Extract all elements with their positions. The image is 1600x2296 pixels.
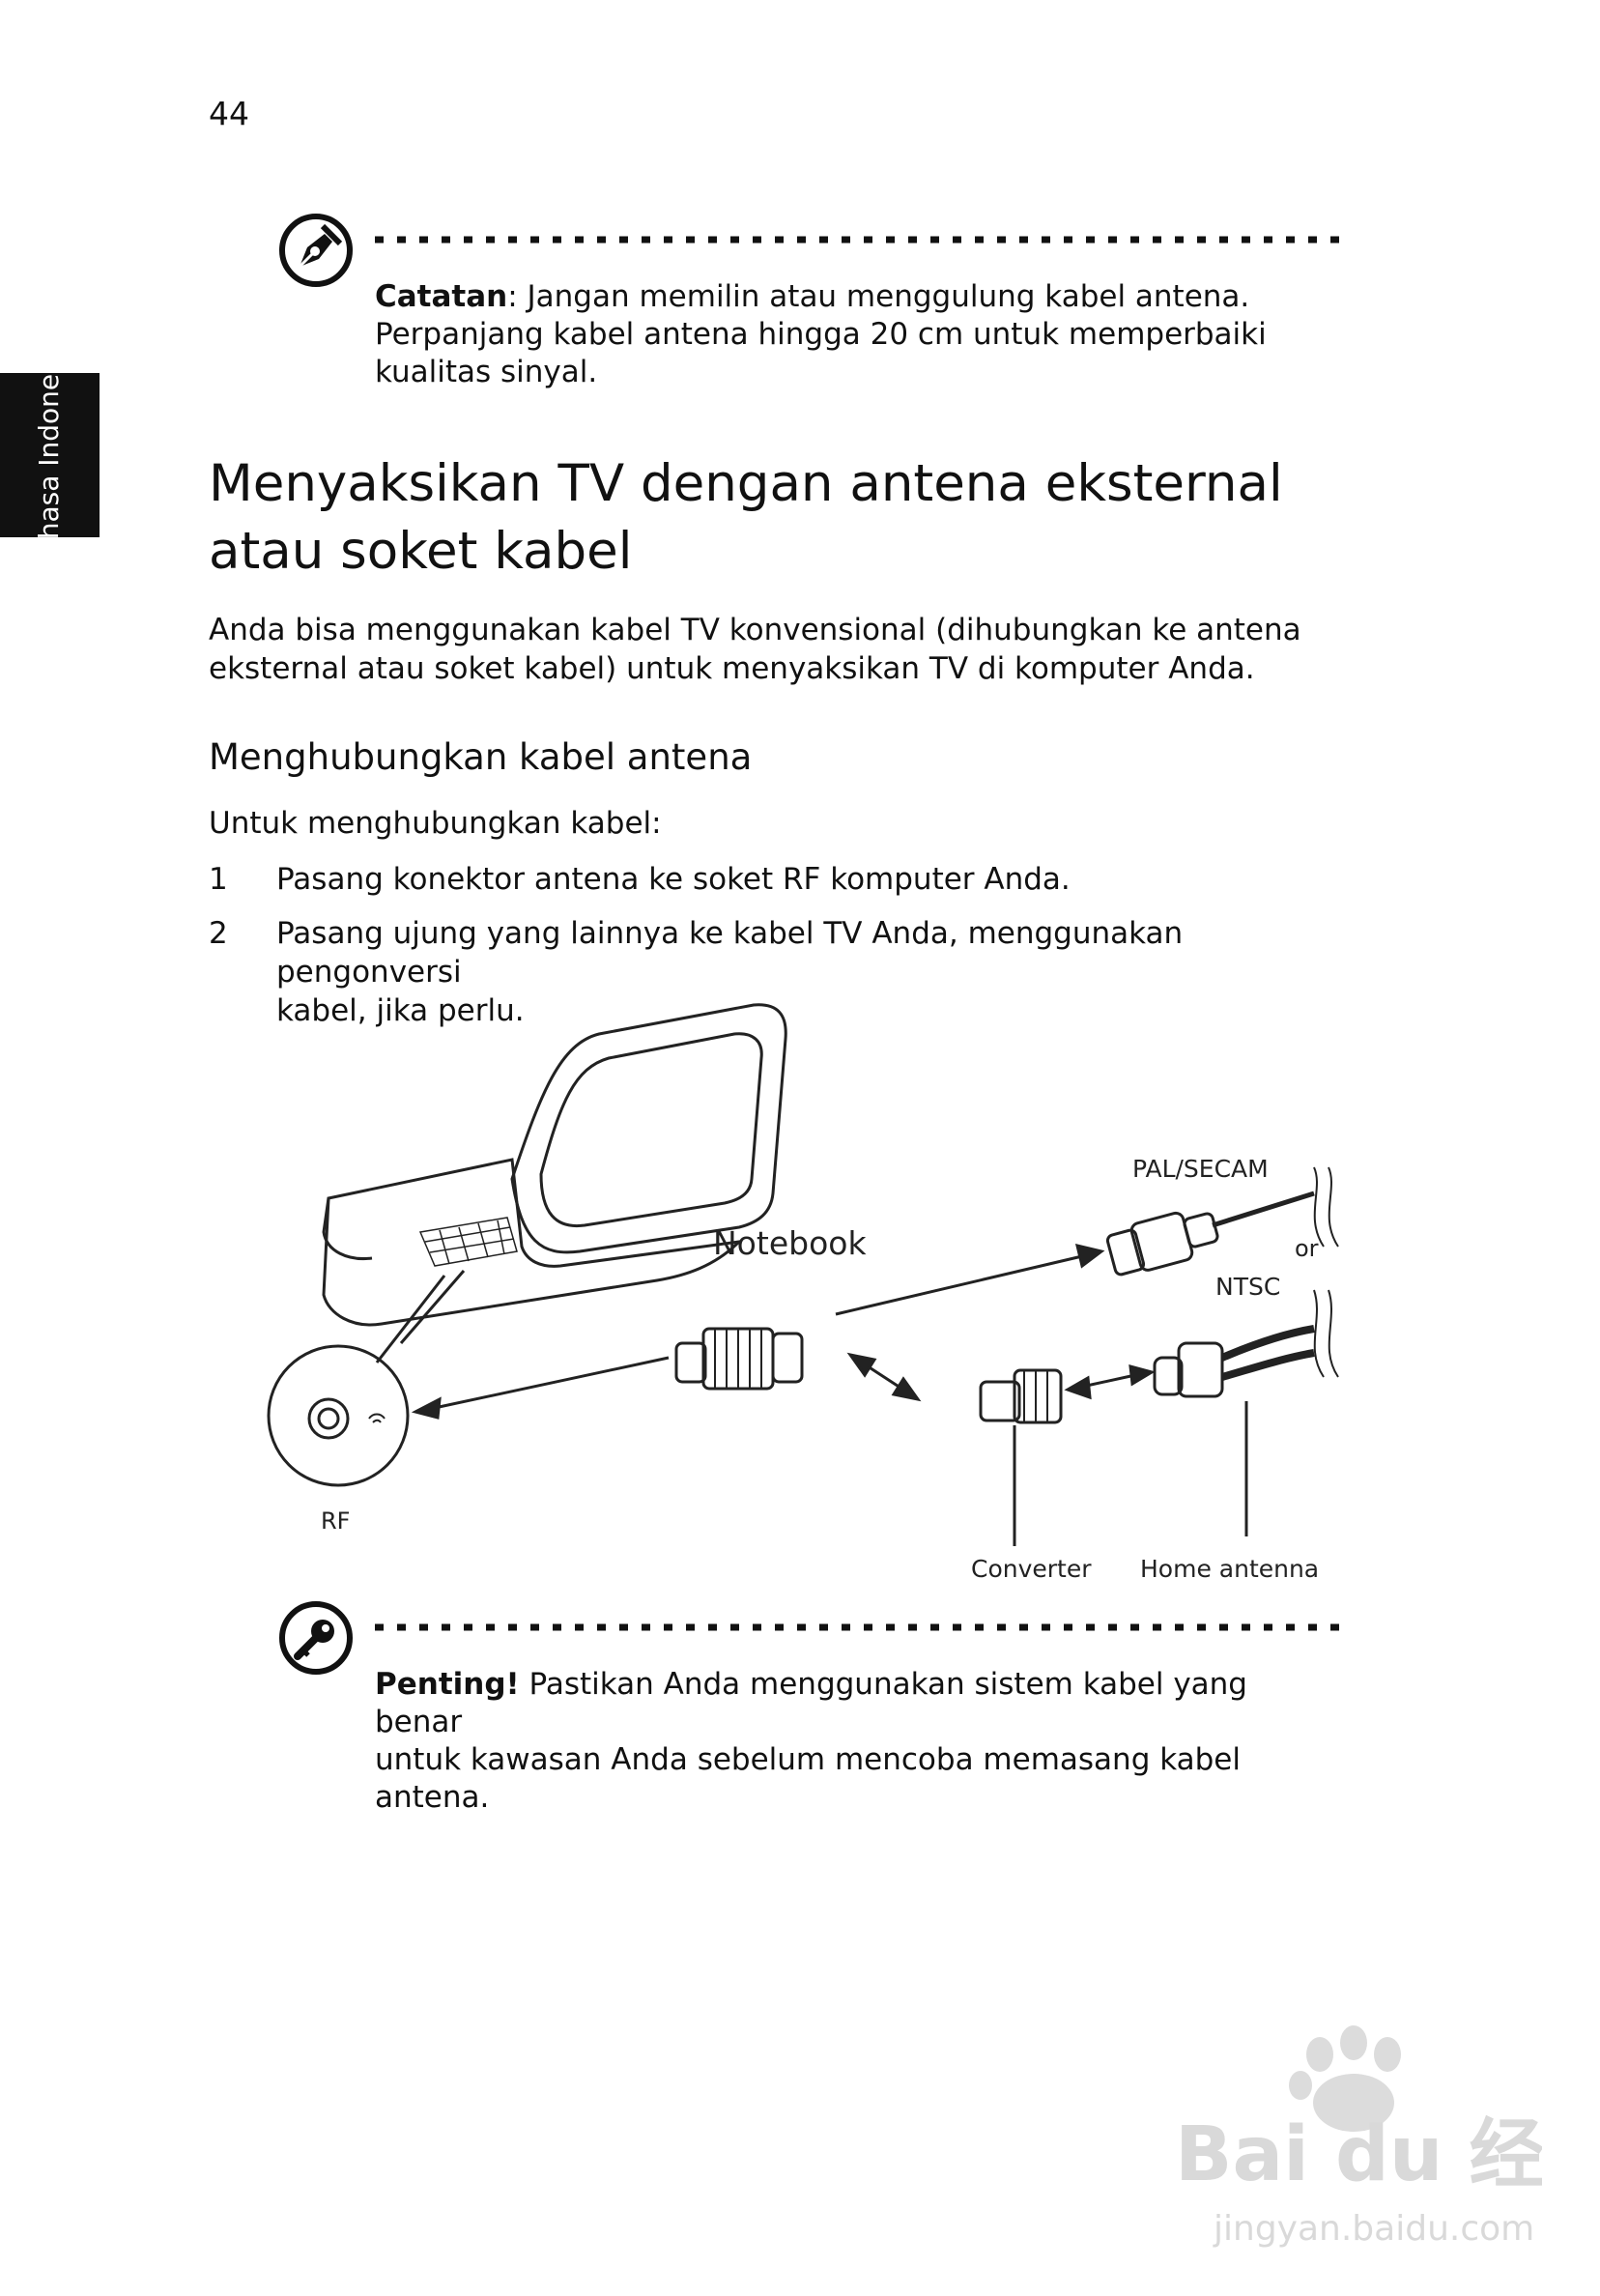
section-intro: Anda bisa menggunakan kabel TV konvensio… — [209, 611, 1368, 688]
pal-plug — [1105, 1191, 1315, 1277]
step-number: 2 — [209, 916, 228, 951]
antenna-connection-diagram: Notebook PAL/SECAM or NTSC RF Converter … — [267, 1003, 1339, 1583]
notebook-base — [322, 1158, 744, 1327]
section-title: Menyaksikan TV dengan antena eksternal a… — [209, 450, 1368, 586]
watermark-url: jingyan.baidu.com — [1213, 2209, 1534, 2249]
baidu-watermark: Bai du 经验 jingyan.baidu.com — [1175, 2025, 1542, 2249]
section-title-line1: Menyaksikan TV dengan antena eksternal — [209, 454, 1283, 513]
note-text: Catatan: Jangan memilin atau menggulung … — [375, 278, 1341, 391]
rf-label: RF — [321, 1507, 350, 1535]
page-number: 44 — [209, 95, 249, 132]
note-line2: Perpanjang kabel antena hingga 20 cm unt… — [375, 317, 1267, 352]
note-label: Catatan — [375, 279, 508, 314]
section-intro-line1: Anda bisa menggunakan kabel TV konvensio… — [209, 613, 1301, 647]
pal-secam-label: PAL/SECAM — [1132, 1155, 1269, 1183]
step-text: Pasang konektor antena ke soket RF kompu… — [276, 862, 1071, 897]
note-dotted-rule — [375, 236, 1351, 244]
rf-port-zoom — [267, 1344, 410, 1487]
note-line3: kualitas sinyal. — [375, 355, 598, 389]
important-dotted-rule — [375, 1623, 1351, 1631]
watermark-brand: Bai du 经验 — [1175, 2111, 1542, 2198]
step-text-line2: kabel, jika perlu. — [276, 993, 525, 1028]
important-line2: untuk kawasan Anda sebelum mencoba memas… — [375, 1742, 1241, 1815]
steps-intro: Untuk menghubungkan kabel: — [209, 806, 662, 841]
step-text-line1: Pasang ujung yang lainnya ke kabel TV An… — [276, 916, 1184, 990]
antenna-plug — [674, 1327, 804, 1391]
language-side-tab: Bahasa Indonesia — [0, 335, 100, 575]
important-label: Penting! — [375, 1667, 520, 1702]
important-text: Penting! Pastikan Anda menggunakan siste… — [375, 1666, 1341, 1817]
section-intro-line2: eksternal atau soket kabel) untuk menyak… — [209, 651, 1255, 686]
notebook-label: Notebook — [713, 1224, 867, 1262]
ntsc-label: NTSC — [1215, 1273, 1280, 1301]
list-item: 2 Pasang ujung yang lainnya ke kabel TV … — [209, 914, 1368, 1028]
home-antenna-label: Home antenna — [1140, 1555, 1319, 1583]
notebook-lid — [510, 1003, 787, 1254]
language-side-tab-label: Bahasa Indonesia — [33, 335, 65, 575]
key-icon — [279, 1601, 353, 1675]
pen-nib-icon — [279, 214, 353, 287]
converter-label: Converter — [971, 1555, 1092, 1583]
converter — [979, 1368, 1063, 1424]
subsection-title: Menghubungkan kabel antena — [209, 736, 753, 778]
section-title-line2: atau soket kabel — [209, 522, 633, 581]
note-line1: : Jangan memilin atau menggulung kabel a… — [507, 279, 1250, 314]
paw-logo — [1289, 2025, 1401, 2132]
or-label: or — [1295, 1235, 1319, 1262]
important-line1: Pastikan Anda menggunakan sistem kabel y… — [375, 1667, 1247, 1739]
ntsc-plug — [1153, 1325, 1315, 1398]
step-number: 1 — [209, 862, 228, 897]
